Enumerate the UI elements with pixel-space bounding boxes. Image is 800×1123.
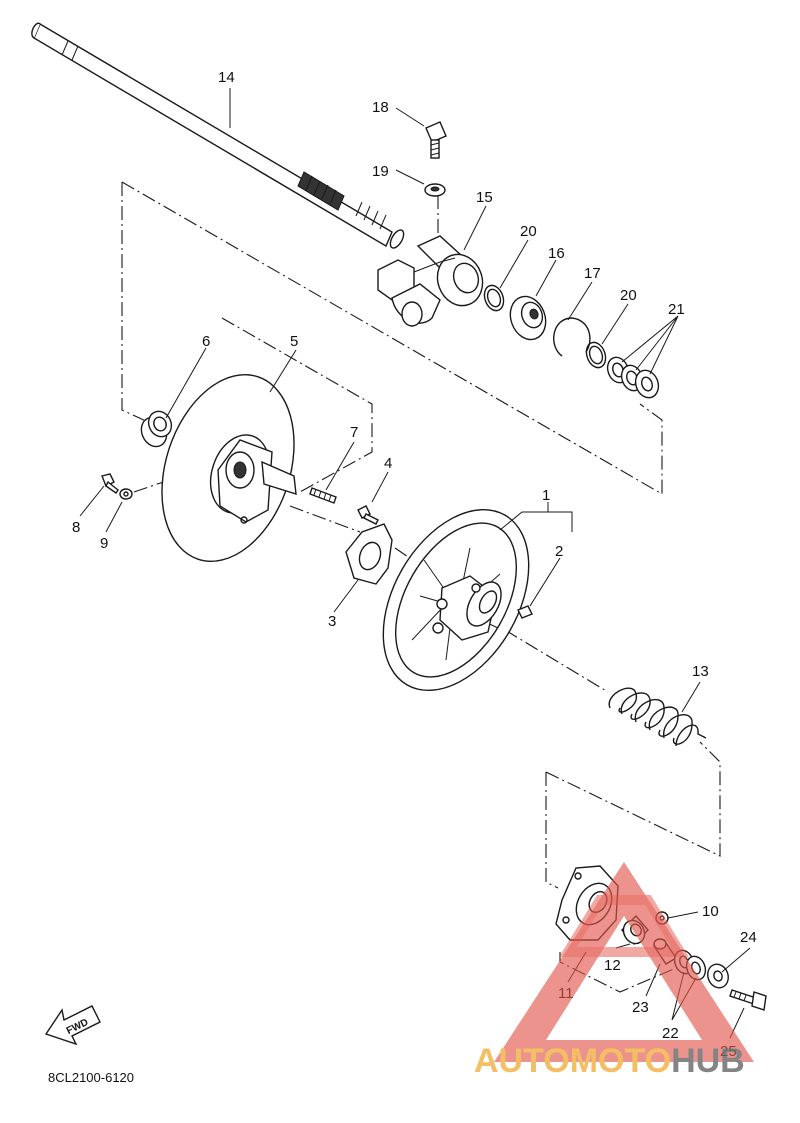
callout-21: 21 — [668, 301, 685, 318]
washer-part-19 — [424, 183, 446, 197]
callout-5: 5 — [290, 333, 298, 350]
washer-part-24 — [707, 963, 729, 989]
watermark-triangle-icon — [494, 862, 754, 1062]
part-code: 8CL2100-6120 — [48, 1070, 134, 1085]
bolt-part-8 — [101, 473, 119, 494]
fwd-arrow: FWD — [44, 1005, 101, 1046]
callout-16: 16 — [548, 245, 565, 262]
watermark-text-automoto: AUTOMOTO — [474, 1042, 671, 1080]
callout-1: 1 — [542, 487, 550, 504]
bolt-part-18 — [425, 121, 447, 159]
callout-20-b: 20 — [620, 287, 637, 304]
callout-2: 2 — [555, 543, 563, 560]
callout-24: 24 — [740, 929, 757, 946]
callout-3: 3 — [328, 613, 336, 630]
fixed-sheave-part-5 — [161, 374, 297, 562]
washer-part-9 — [119, 488, 133, 500]
snap-ring-part-17 — [553, 317, 591, 357]
callout-9: 9 — [100, 535, 108, 552]
callout-15: 15 — [476, 189, 493, 206]
screw-part-2 — [517, 605, 533, 619]
bolt-part-25 — [729, 989, 767, 1011]
callout-14: 14 — [218, 69, 235, 86]
movable-sheave-part-1 — [382, 508, 530, 692]
callout-19: 19 — [372, 163, 389, 180]
bearing-part-16 — [509, 295, 547, 341]
svg-text:AUTOMOTOHUB: AUTOMOTOHUB — [474, 1042, 745, 1080]
callout-20-a: 20 — [520, 223, 537, 240]
spacer-set-part-21 — [606, 356, 660, 399]
callout-6: 6 — [202, 333, 210, 350]
bearing-housing-part-15 — [377, 235, 484, 327]
plate-part-3 — [345, 523, 393, 585]
callout-23: 23 — [632, 999, 649, 1016]
callout-17: 17 — [584, 265, 601, 282]
watermark-text-hub: HUB — [671, 1042, 745, 1080]
callout-18: 18 — [372, 99, 389, 116]
bushing-part-6 — [140, 410, 173, 448]
stud-part-7 — [309, 487, 337, 504]
callout-22: 22 — [662, 1025, 679, 1042]
spring-part-13 — [608, 687, 707, 747]
callout-12: 12 — [604, 957, 621, 974]
callout-7: 7 — [350, 424, 358, 441]
callout-4: 4 — [384, 455, 392, 472]
circlip-part-20-a — [483, 284, 505, 312]
callout-13: 13 — [692, 663, 709, 680]
watermark-logo: AUTOMOTOHUB — [474, 862, 754, 1080]
screw-part-4 — [357, 505, 379, 525]
callout-8: 8 — [72, 519, 80, 536]
callout-10: 10 — [702, 903, 719, 920]
circlip-part-20-b — [585, 341, 607, 369]
shaft-part-14 — [31, 22, 405, 249]
